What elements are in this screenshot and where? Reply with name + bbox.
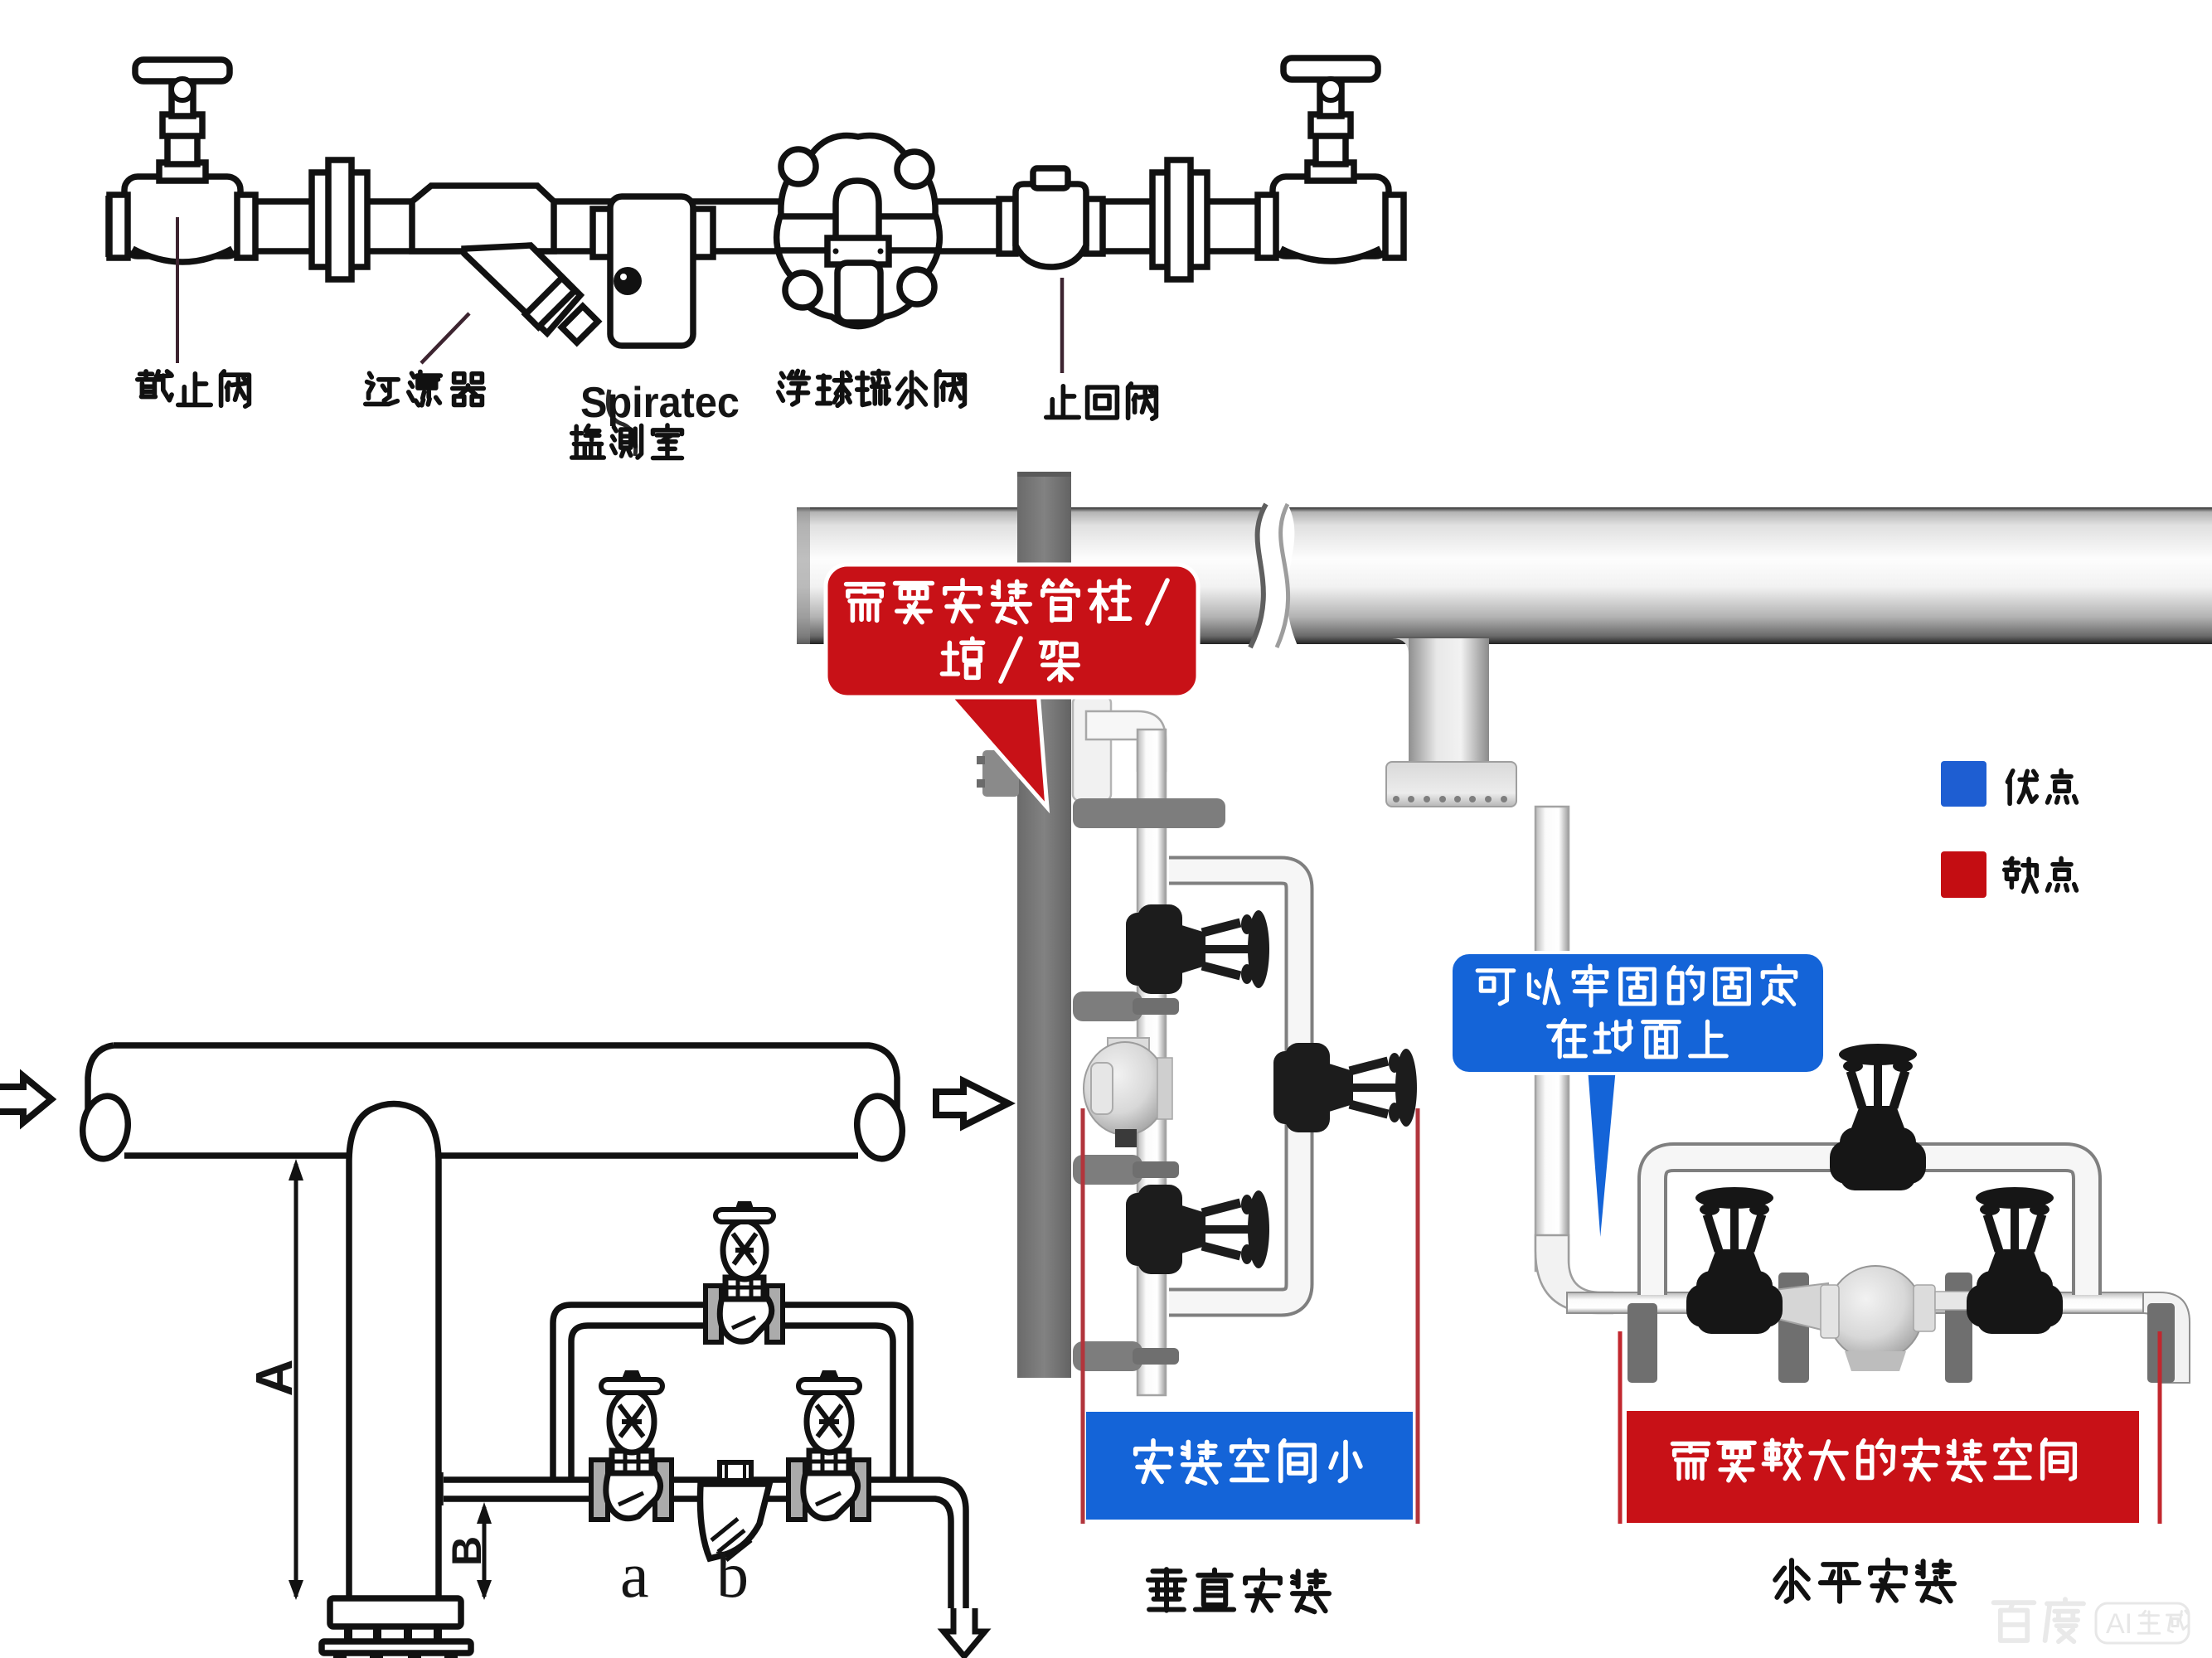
svg-text:B: B bbox=[444, 1536, 490, 1566]
svg-text:b: b bbox=[716, 1539, 749, 1611]
svg-text:AI: AI bbox=[2106, 1608, 2132, 1640]
svg-text:A: A bbox=[246, 1360, 303, 1397]
svg-text:a: a bbox=[620, 1539, 649, 1611]
svg-text:Spiratec: Spiratec bbox=[580, 379, 740, 427]
